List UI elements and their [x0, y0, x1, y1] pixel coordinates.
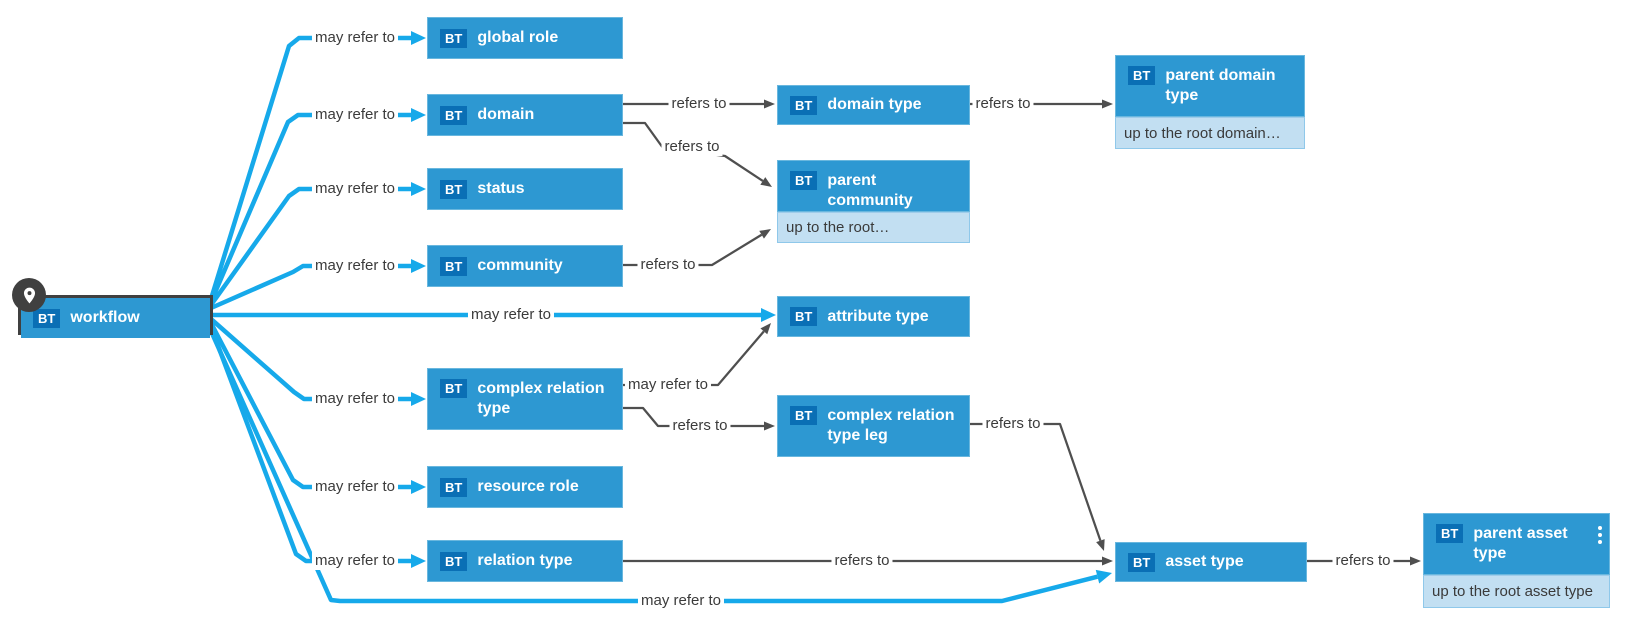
edge-label-workflow-status: may refer to — [311, 180, 399, 198]
edge-line-workflow-complex-relation-type — [209, 317, 411, 402]
edge-arrow-icon — [761, 308, 776, 322]
edge-arrow-icon — [411, 259, 426, 273]
edge-label-workflow-attribute-type: may refer to — [467, 306, 555, 324]
edge-label-complex-relation-type-leg-asset-type: refers to — [982, 415, 1044, 433]
edge-label-domain-type-parent-domain-type: refers to — [972, 95, 1034, 113]
business-term-badge: BT — [1128, 552, 1156, 572]
business-term-badge: BT — [1128, 66, 1156, 85]
location-pin-icon — [12, 278, 46, 312]
edge-label-relation-type-asset-type: refers to — [831, 552, 893, 570]
business-term-badge: BT — [790, 307, 818, 326]
business-term-badge: BT — [790, 171, 818, 190]
edge-arrow-icon — [411, 480, 426, 494]
edge-label-complex-relation-type-attribute-type: may refer to — [624, 376, 712, 394]
node-domain-type[interactable]: BT domain type — [777, 85, 970, 125]
node-footer-parent-domain-type: up to the root domain… — [1115, 117, 1305, 149]
node-parent-asset-type[interactable]: BT parent asset type up to the root asset … — [1423, 513, 1610, 608]
edge-line-complex-relation-type-leg-asset-type — [970, 422, 1102, 541]
node-label: status — [477, 180, 525, 197]
business-term-badge: BT — [33, 308, 61, 328]
node-attribute-type[interactable]: BT attribute type — [777, 296, 970, 337]
edge-arrow-icon — [764, 99, 775, 109]
edge-arrow-icon — [411, 392, 426, 406]
node-label: asset type — [1165, 553, 1244, 570]
node-label: parent asset type — [1473, 525, 1568, 562]
edge-label-workflow-global-role: may refer to — [311, 29, 399, 47]
edge-label-workflow-domain: may refer to — [311, 106, 399, 124]
node-label: workflow — [70, 309, 140, 326]
edge-label-complex-relation-type-complex-relation-type-leg: refers to — [669, 417, 731, 435]
node-domain[interactable]: BT domain — [427, 94, 623, 136]
node-status[interactable]: BT status — [427, 168, 623, 210]
edge-arrow-icon — [760, 323, 771, 335]
business-term-badge: BT — [440, 256, 468, 276]
business-term-badge: BT — [790, 95, 818, 115]
edge-arrow-icon — [411, 182, 426, 196]
edge-line-workflow-asset-type — [208, 330, 1099, 604]
business-term-badge: BT — [440, 28, 468, 48]
node-label: domain — [477, 106, 535, 123]
business-term-badge: BT — [440, 477, 468, 497]
edge-label-workflow-relation-type: may refer to — [311, 552, 399, 570]
node-label: domain type — [827, 96, 922, 113]
business-term-badge: BT — [440, 379, 468, 398]
node-label: complex relation type — [477, 380, 605, 417]
business-term-badge: BT — [440, 551, 468, 571]
node-resource-role[interactable]: BT resource role — [427, 466, 623, 508]
node-community[interactable]: BT community — [427, 245, 623, 287]
edge-arrow-icon — [1096, 539, 1105, 551]
edge-arrow-icon — [411, 554, 426, 568]
edge-arrow-icon — [411, 108, 426, 122]
edge-arrow-icon — [1095, 569, 1112, 584]
business-term-badge: BT — [1436, 524, 1464, 543]
node-label: global role — [477, 29, 559, 46]
node-label: parent community — [827, 172, 913, 209]
edge-label-community-parent-community: refers to — [637, 256, 699, 274]
edge-label-workflow-complex-relation-type: may refer to — [311, 390, 399, 408]
node-asset-type[interactable]: BT asset type — [1115, 542, 1307, 582]
edge-arrow-icon — [411, 31, 426, 45]
node-complex-relation-type-leg[interactable]: BT complex relation type leg — [777, 395, 970, 457]
edge-arrow-icon — [1410, 556, 1421, 566]
edge-label-domain-domain-type: refers to — [668, 95, 730, 113]
business-term-badge: BT — [440, 179, 468, 199]
edge-arrow-icon — [1102, 556, 1113, 566]
node-parent-domain-type[interactable]: BT parent domain type up to the root domai… — [1115, 55, 1305, 149]
node-workflow[interactable]: BT workflow — [12, 278, 213, 338]
edge-label-domain-parent-community: refers to — [661, 138, 723, 156]
node-label: complex relation type leg — [827, 407, 955, 444]
edge-label-workflow-community: may refer to — [311, 257, 399, 275]
node-label: resource role — [477, 478, 579, 495]
edge-arrow-icon — [764, 421, 775, 431]
node-label: attribute type — [827, 307, 929, 325]
edge-line-workflow-relation-type — [208, 326, 411, 564]
node-global-role[interactable]: BT global role — [427, 17, 623, 59]
business-term-badge: BT — [790, 406, 818, 425]
edge-label-asset-type-parent-asset-type: refers to — [1332, 552, 1394, 570]
kebab-menu-icon[interactable] — [1598, 523, 1602, 547]
node-complex-relation-type[interactable]: BT complex relation type — [427, 368, 623, 430]
node-relation-type[interactable]: BT relation type — [427, 540, 623, 582]
node-footer-parent-community: up to the root… — [777, 212, 970, 243]
edge-arrow-icon — [759, 229, 771, 239]
business-term-badge: BT — [440, 105, 468, 125]
node-label: community — [477, 257, 563, 274]
node-label: relation type — [477, 552, 573, 569]
node-footer-parent-asset-type: up to the root asset type — [1423, 575, 1610, 608]
edge-arrow-icon — [1102, 99, 1113, 109]
node-label: parent domain type — [1165, 67, 1276, 104]
edge-label-workflow-resource-role: may refer to — [311, 478, 399, 496]
edge-arrow-icon — [760, 177, 772, 187]
edge-label-workflow-asset-type: may refer to — [637, 592, 725, 610]
